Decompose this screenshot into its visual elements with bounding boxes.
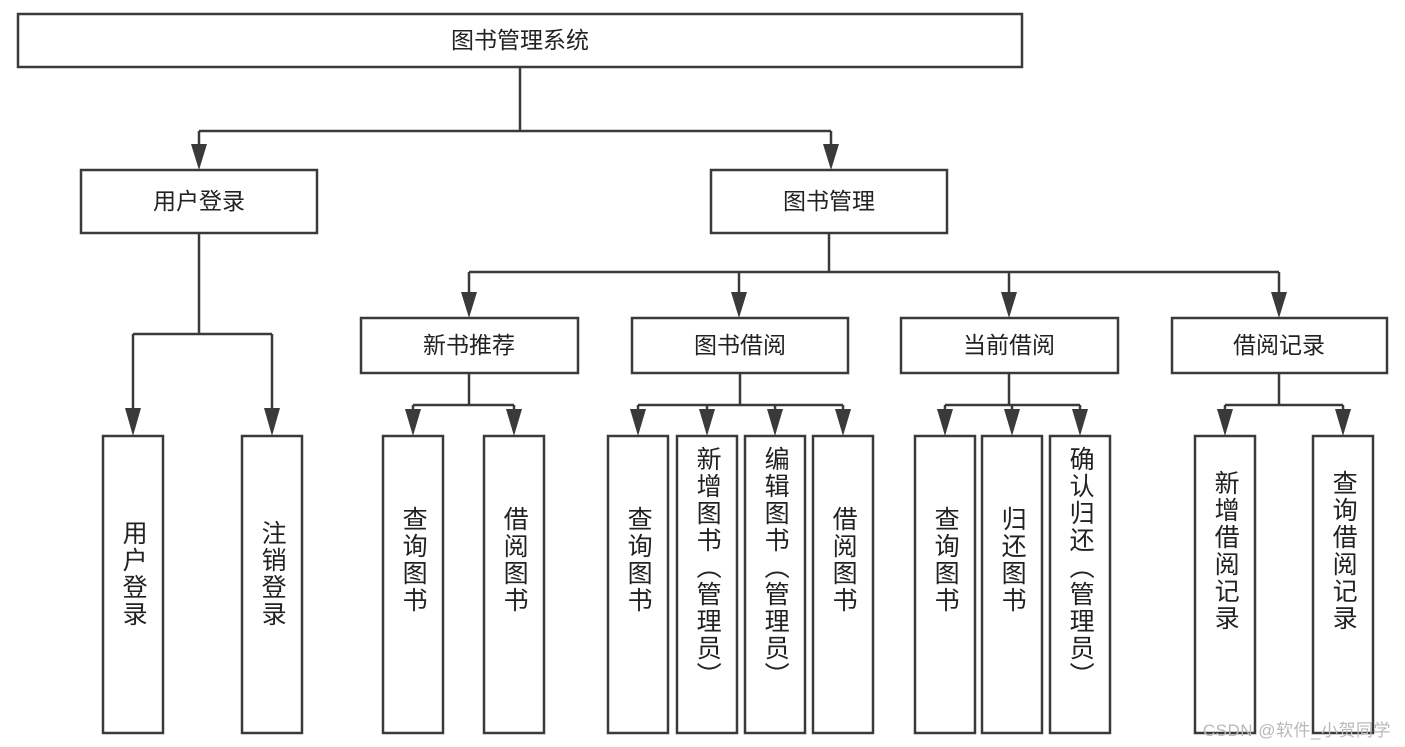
node-book-borrow[interactable]: 图书借阅: [630, 316, 850, 375]
node-borrow-record[interactable]: 借阅记录: [1170, 316, 1389, 375]
leaf-box-book-borrow-0[interactable]: [606, 434, 670, 735]
node-new-book-recommend-label: 新书推荐: [423, 332, 515, 358]
connector-bookborrow-to-leaves: [630, 373, 851, 436]
arrow-head-icon: [823, 144, 839, 170]
node-borrow-record-label: 借阅记录: [1233, 332, 1325, 358]
arrow-head-icon: [630, 409, 646, 436]
arrow-head-icon: [1001, 292, 1017, 318]
arrow-head-icon: [767, 409, 783, 436]
leaf-box-borrow-record-0[interactable]: [1193, 434, 1257, 735]
arrow-head-icon: [1217, 409, 1233, 436]
arrow-head-icon: [1004, 409, 1020, 436]
node-book-management[interactable]: 图书管理: [709, 168, 949, 235]
arrow-head-icon: [125, 408, 141, 436]
connector-currentborrow-to-leaves: [937, 373, 1088, 436]
node-current-borrow-label: 当前借阅: [963, 332, 1055, 358]
connector-newbook-to-leaves: [405, 373, 522, 436]
leaf-box-book-borrow-2[interactable]: [743, 434, 807, 735]
arrow-head-icon: [264, 408, 280, 436]
leaf-box-current-borrow-2[interactable]: [1048, 434, 1112, 735]
leaf-box-current-borrow-0[interactable]: [913, 434, 977, 735]
arrow-head-icon: [1271, 292, 1287, 318]
arrow-head-icon: [506, 409, 522, 436]
leaf-box-new-book-1[interactable]: [482, 434, 546, 735]
arrow-head-icon: [1335, 409, 1351, 436]
arrow-head-icon: [731, 292, 747, 318]
node-current-borrow[interactable]: 当前借阅: [899, 316, 1120, 375]
node-user-login-box[interactable]: [79, 168, 319, 235]
leaf-box-current-borrow-1[interactable]: [980, 434, 1044, 735]
arrow-head-icon: [1072, 409, 1088, 436]
node-book-borrow-label: 图书借阅: [694, 332, 786, 358]
node-user-login[interactable]: 用户登录: [79, 168, 319, 235]
connector-borrowrecord-to-leaves: [1217, 373, 1351, 436]
node-book-management-label: 图书管理: [783, 188, 875, 214]
leaf-box-book-borrow-1[interactable]: [675, 434, 739, 735]
connector-userlogin-to-leaves: [125, 233, 280, 436]
leaf-box-new-book-0[interactable]: [381, 434, 445, 735]
node-root[interactable]: 图书管理系统: [16, 12, 1024, 69]
node-new-book-recommend-box[interactable]: [359, 316, 580, 375]
node-root-box[interactable]: [16, 12, 1024, 69]
arrow-head-icon: [937, 409, 953, 436]
arrow-head-icon: [835, 409, 851, 436]
connector-root-to-level2: [191, 67, 839, 170]
arrow-head-icon: [191, 144, 207, 170]
arrow-head-icon: [699, 409, 715, 436]
node-new-book-recommend[interactable]: 新书推荐: [359, 316, 580, 375]
arrow-head-icon: [461, 292, 477, 318]
leaf-box-user-login-0[interactable]: [101, 434, 165, 735]
leaf-box-book-borrow-3[interactable]: [811, 434, 875, 735]
arrow-head-icon: [405, 409, 421, 436]
node-root-label: 图书管理系统: [451, 27, 589, 53]
connector-bookmgmt-to-level3: [461, 233, 1287, 318]
leaf-box-borrow-record-1[interactable]: [1311, 434, 1375, 735]
node-current-borrow-box[interactable]: [899, 316, 1120, 375]
node-user-login-label: 用户登录: [153, 188, 245, 214]
leaf-box-user-login-1[interactable]: [240, 434, 304, 735]
